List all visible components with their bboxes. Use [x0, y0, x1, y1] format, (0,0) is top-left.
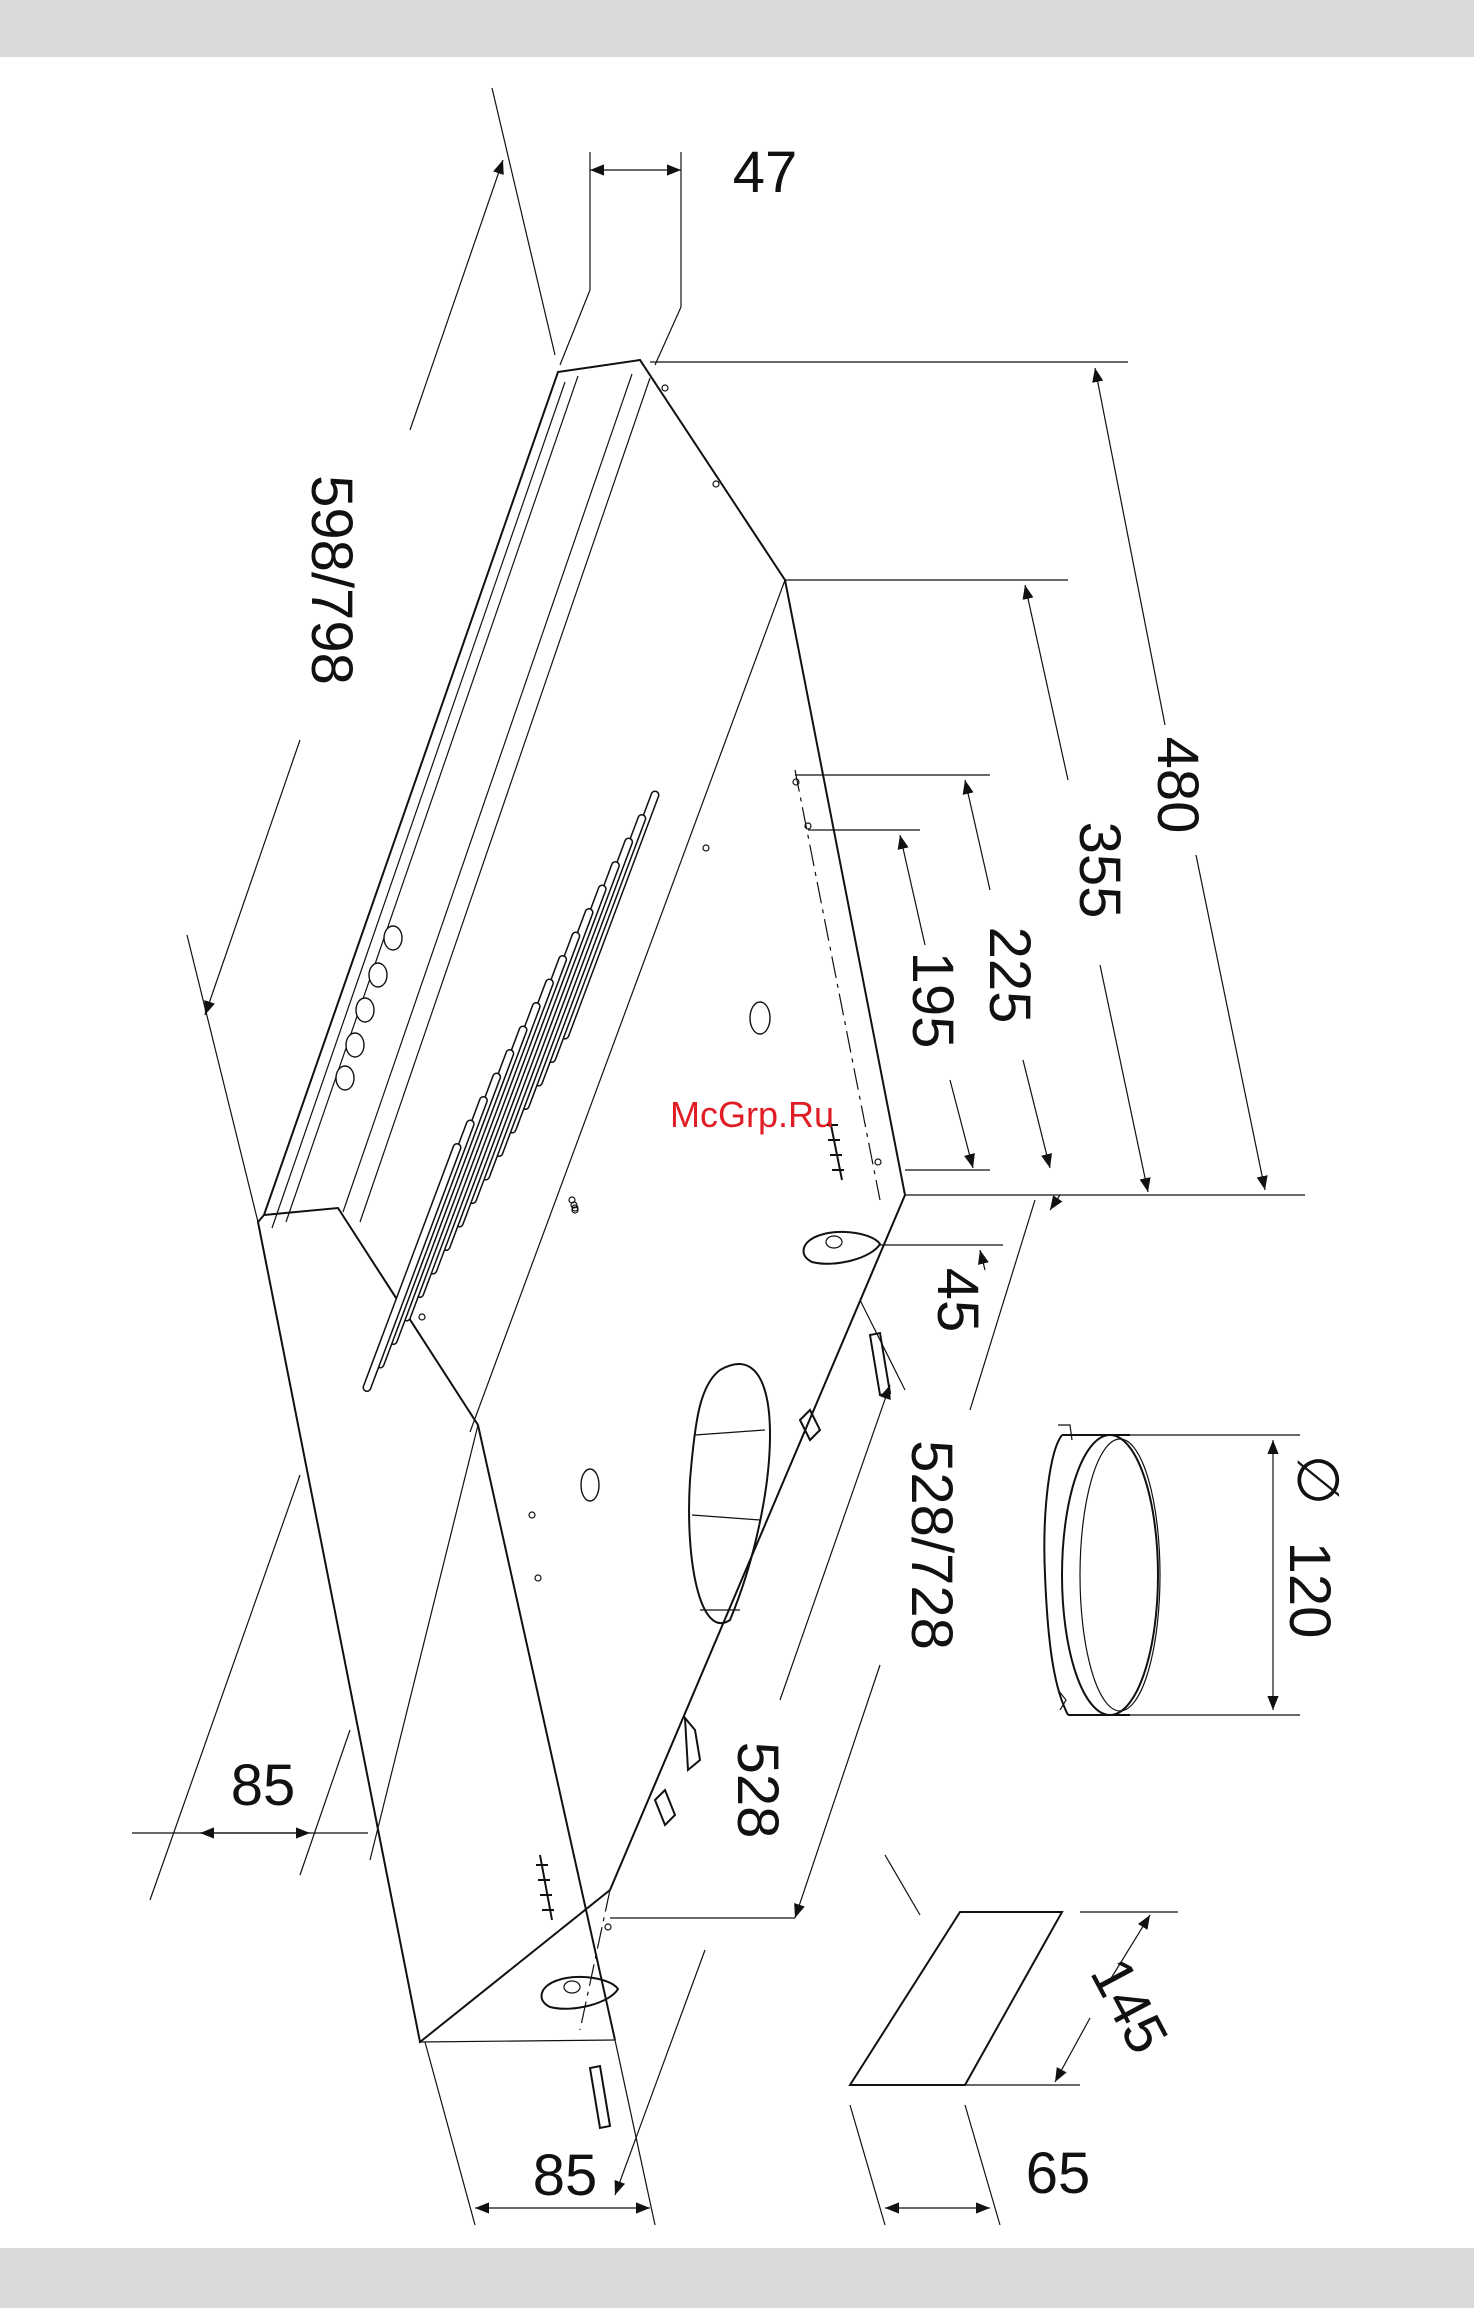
- duct-ring: [1044, 1425, 1160, 1715]
- dim-528-label: 528: [725, 1742, 790, 1839]
- exhaust-opening: [689, 1364, 770, 1623]
- control-knobs: [336, 926, 402, 1090]
- vent-slot-inner: [367, 1148, 457, 1388]
- dim-45-label: 45: [925, 1268, 990, 1333]
- dim-355-label: 355: [1067, 822, 1132, 919]
- outlet-flap: [850, 1855, 1062, 2085]
- dim-65-label: 65: [1026, 2141, 1091, 2206]
- dim-85-front-label: 85: [231, 1753, 296, 1818]
- dim-480-label: 480: [1145, 737, 1210, 834]
- dim-528-728-label: 528/728: [899, 1440, 964, 1650]
- mounting-hardware: [536, 1120, 890, 2128]
- dim-598-798-label: 598/798: [299, 475, 364, 685]
- vent-slots: [367, 795, 655, 1388]
- dim-47-label: 47: [733, 140, 798, 205]
- dim-120-label: 120: [1277, 1542, 1342, 1639]
- watermark: McGrp.Ru: [670, 1094, 834, 1135]
- dim-diameter-symbol: ∅: [1285, 1455, 1350, 1506]
- dimension-lines: [132, 88, 1305, 2225]
- dim-145-label: 145: [1078, 1948, 1181, 2064]
- dim-195-label: 195: [900, 952, 965, 1049]
- dim-225-label: 225: [977, 927, 1042, 1024]
- dim-85-bottom-label: 85: [533, 2143, 598, 2208]
